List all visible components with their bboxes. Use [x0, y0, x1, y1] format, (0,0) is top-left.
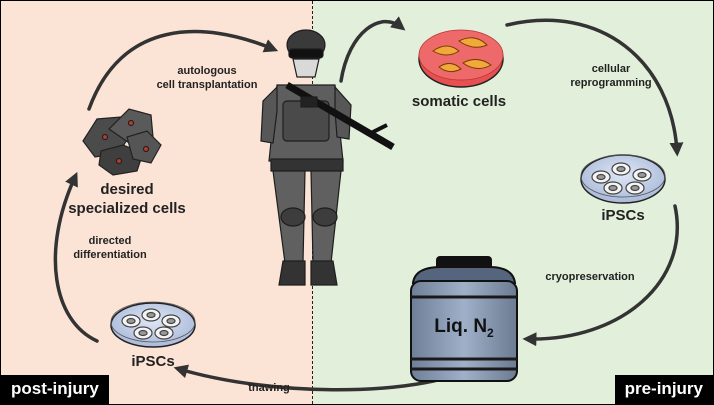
cycle-arrows — [53, 16, 684, 392]
tank-label-main: Liq. N — [434, 316, 488, 337]
label-ipscs-right: iPSCs — [601, 207, 645, 224]
arrow-somatic-to-ipscs — [505, 18, 684, 157]
label-directed-differentiation: directed differentiation — [73, 235, 147, 261]
tank-label-subscript: 2 — [487, 325, 494, 340]
post-injury-badge: post-injury — [1, 375, 109, 404]
arrow-soldier-to-somatic — [339, 16, 406, 83]
label-desired-specialized-cells: desired specialized cells — [68, 181, 186, 217]
cell-cluster-icon — [82, 108, 162, 176]
petri-dish-somatic-icon — [418, 29, 504, 88]
soldier-figure-icon — [260, 29, 395, 286]
petri-dish-ipscs-right-icon — [580, 154, 666, 204]
label-autologous-transplantation: autologous cell transplantation — [156, 65, 258, 91]
label-ipscs-left: iPSCs — [131, 353, 175, 370]
tank-label: Liq. N2 — [411, 315, 517, 341]
arrow-ipscs-to-cells — [53, 171, 99, 343]
label-somatic-cells: somatic cells — [411, 93, 507, 110]
arrow-ipscs-to-tank — [522, 204, 679, 347]
arrow-cells-to-soldier — [87, 29, 279, 111]
label-cellular-reprogramming: cellular reprogramming — [570, 63, 652, 89]
liquid-nitrogen-tank-icon — [410, 256, 518, 382]
pre-injury-badge: pre-injury — [614, 375, 713, 404]
label-thawing: thawing — [248, 382, 290, 394]
label-cryopreservation: cryopreservation — [545, 271, 635, 283]
petri-dish-ipscs-left-icon — [110, 301, 196, 348]
